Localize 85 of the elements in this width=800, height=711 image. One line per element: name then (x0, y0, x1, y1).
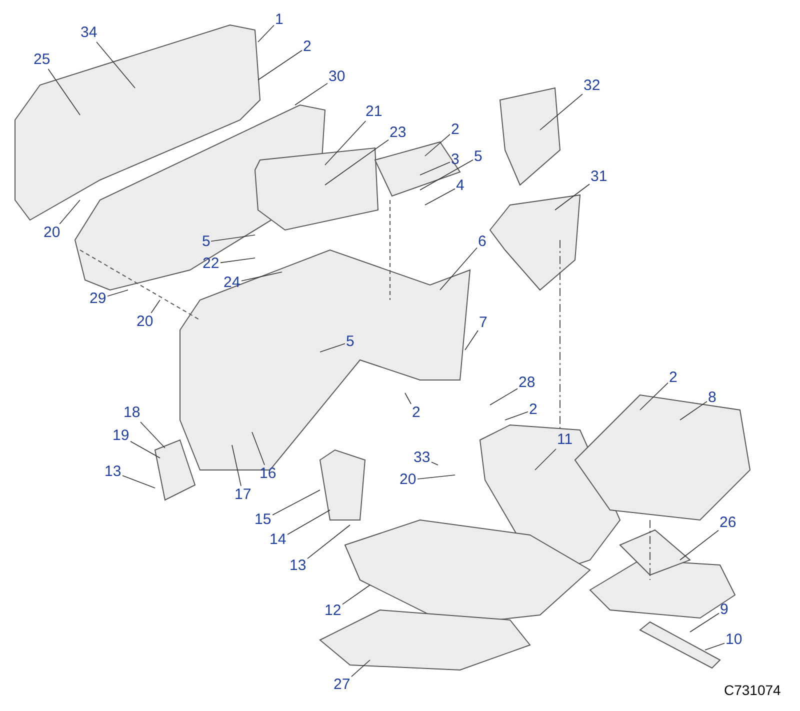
leader-line (150, 300, 160, 314)
callout-number: 2 (303, 39, 312, 55)
leader-line (220, 258, 256, 264)
leader-line (342, 584, 370, 605)
callout-number: 17 (234, 487, 252, 503)
callout-number: 3 (451, 152, 460, 168)
leader-line (287, 510, 330, 535)
callout-number: 14 (270, 532, 286, 548)
leader-line (107, 290, 128, 297)
callout-number: 26 (720, 515, 736, 531)
leader-line (420, 159, 474, 190)
leader-line (320, 343, 346, 352)
drawing-number: C731074 (724, 682, 781, 698)
leader-line (324, 120, 366, 166)
callout-number: 2 (451, 122, 460, 138)
callout-number: 2 (529, 402, 538, 418)
leader-line (96, 42, 136, 88)
callout-number: 31 (590, 169, 608, 185)
leader-line (241, 272, 282, 282)
callout-number: 21 (366, 104, 382, 120)
leader-line (294, 82, 328, 106)
callout-number: 18 (124, 405, 140, 421)
callout-number: 20 (44, 225, 60, 241)
callout-number: 12 (324, 603, 342, 619)
callout-number: 34 (80, 25, 98, 41)
leader-line (534, 448, 556, 470)
leader-line (404, 392, 412, 404)
callout-number: 27 (334, 677, 350, 693)
leader-line (48, 68, 80, 116)
leader-line (704, 642, 725, 650)
leader-line (431, 462, 438, 466)
callout-number: 23 (390, 125, 406, 141)
callout-number: 13 (104, 464, 122, 480)
callout-number: 20 (400, 472, 416, 488)
callout-number: 20 (136, 314, 154, 330)
callout-number: 30 (328, 69, 346, 85)
leader-line (122, 475, 156, 488)
callout-number: 33 (414, 450, 430, 466)
callout-number: 32 (584, 78, 600, 94)
callout-number: 16 (260, 466, 276, 482)
leader-line (324, 139, 389, 186)
leader-line (417, 474, 456, 480)
leader-line (464, 330, 478, 350)
callout-number: 4 (456, 178, 464, 194)
callout-number: 28 (518, 375, 536, 391)
callout-number: 29 (90, 291, 106, 307)
leader-line (680, 401, 708, 420)
leader-line (540, 94, 583, 130)
callout-number: 22 (202, 256, 220, 272)
leader-line (351, 660, 370, 677)
callout-number: 15 (254, 512, 272, 528)
callout-number: 13 (290, 558, 306, 574)
callout-number: 5 (346, 334, 354, 350)
leader-line (504, 411, 528, 420)
callout-number: 10 (726, 632, 742, 648)
callout-number: 2 (412, 405, 420, 421)
callout-number: 9 (720, 602, 728, 618)
leader-line (554, 184, 590, 210)
callout-number: 19 (112, 428, 130, 444)
callout-number: 11 (557, 432, 573, 448)
leader-line (258, 24, 274, 42)
leader-line (272, 490, 320, 516)
leader-line (490, 388, 518, 406)
leader-line (424, 188, 456, 206)
leader-line (680, 530, 719, 560)
leader-line (210, 234, 256, 242)
leader-line (140, 422, 166, 448)
callout-number: 25 (34, 52, 50, 68)
leader-line (307, 524, 350, 559)
callout-number: 2 (669, 370, 678, 386)
callout-number: 5 (474, 149, 482, 165)
leader-line (690, 612, 720, 632)
callout-number: 24 (224, 275, 240, 291)
callout-number: 5 (202, 234, 210, 250)
leader-line (640, 382, 668, 410)
callout-number: 7 (479, 315, 488, 331)
leader-line (130, 440, 160, 458)
leader-line (232, 444, 242, 486)
leader-line (258, 50, 302, 80)
callout-number: 6 (478, 234, 486, 250)
leader-line (59, 200, 80, 224)
leader-line (420, 162, 450, 176)
callout-number: 8 (708, 390, 716, 406)
callout-number: 1 (275, 12, 284, 28)
leader-line (440, 247, 478, 290)
